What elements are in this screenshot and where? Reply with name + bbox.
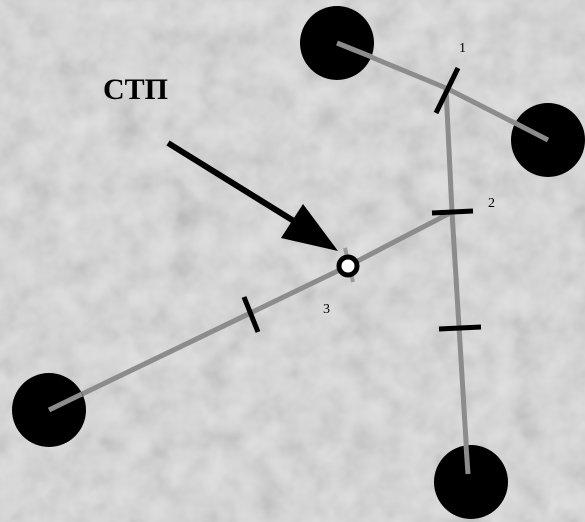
pointer-arrow-head (281, 204, 338, 251)
bottom-link-marker (438, 324, 482, 332)
stp-label: СТП (103, 73, 168, 106)
node-2-marker (431, 208, 474, 216)
bottom-body (434, 445, 508, 519)
link-bottom-tip (463, 444, 471, 475)
node-3-label: 3 (323, 302, 330, 317)
link-node1-node2 (443, 87, 455, 213)
link-node2-node3 (346, 209, 454, 269)
left-link-marker (241, 296, 261, 333)
node-1-label: 1 (459, 41, 466, 56)
node-3-ring (336, 254, 360, 278)
link-node3-left (47, 263, 350, 413)
node-2-label: 2 (488, 196, 495, 211)
link-left-tip (47, 391, 84, 413)
node-1-marker (433, 66, 461, 115)
link-node2-bottom (449, 211, 471, 475)
link-upper-right-tip (513, 120, 550, 143)
link-upper-left-tip (336, 40, 373, 60)
